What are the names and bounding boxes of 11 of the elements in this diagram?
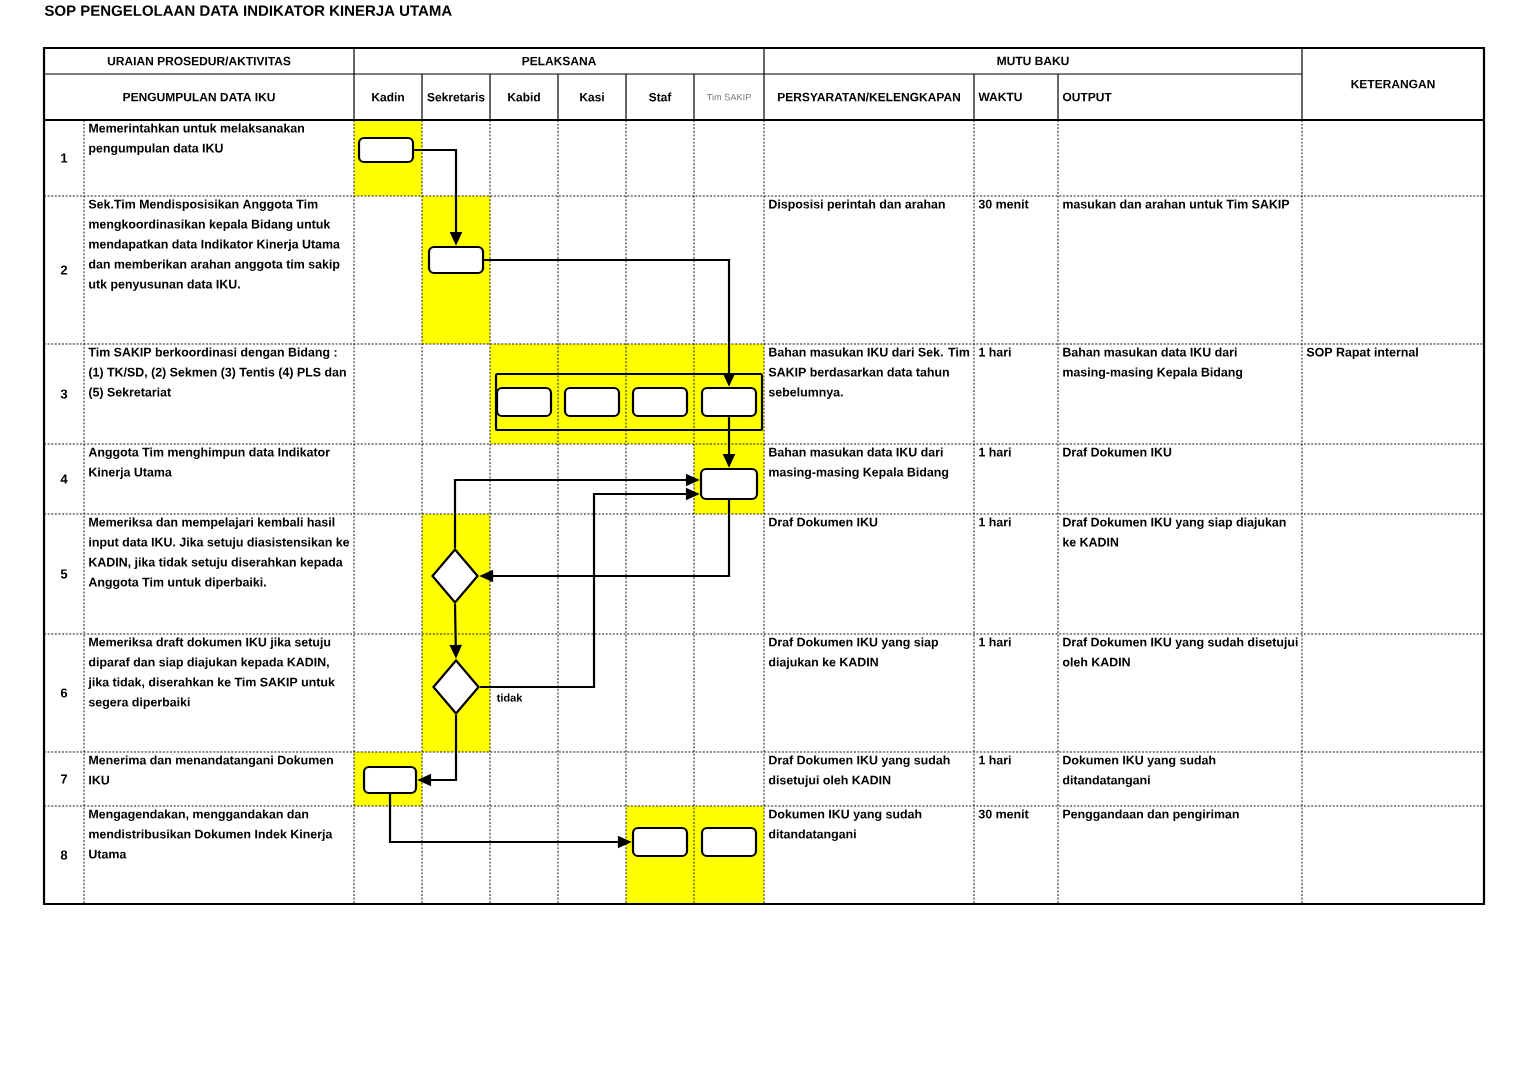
process-box (699, 467, 759, 501)
process-box (427, 245, 485, 275)
process-box (700, 826, 758, 858)
process-box (631, 826, 689, 858)
process-box (563, 386, 621, 418)
group-frame (494, 372, 764, 432)
process-box (357, 136, 415, 164)
process-box (495, 386, 553, 418)
process-box (362, 765, 418, 795)
process-box (700, 386, 758, 418)
process-box (631, 386, 689, 418)
